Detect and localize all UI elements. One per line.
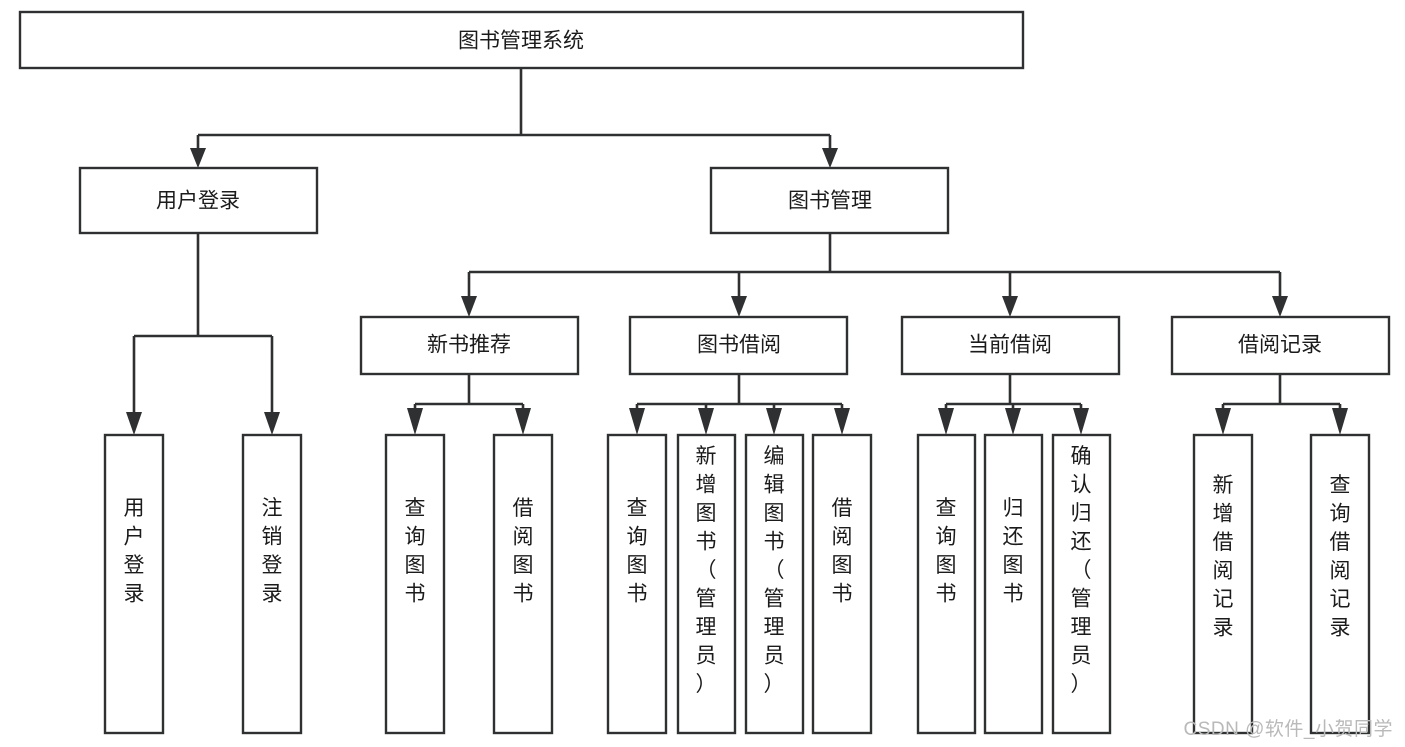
node-leaf-return-book-label: 归还图书 (1003, 497, 1024, 606)
arrow-head-leaf-user-login (126, 412, 142, 435)
arrow-head-leaf-return-book (1005, 408, 1021, 435)
node-current-borrow-box[interactable] (900, 315, 1121, 376)
node-leaf-add-record[interactable]: 新增借阅记录 (1192, 433, 1254, 735)
node-book-manage[interactable]: 图书管理 (709, 166, 950, 235)
node-leaf-borrow-book-1-label: 借阅图书 (513, 497, 534, 606)
node-leaf-confirm-return-label: 确认归还（管理员） (1071, 445, 1092, 696)
node-root-box[interactable] (18, 10, 1025, 70)
node-leaf-borrow-book-2-box[interactable] (811, 433, 873, 735)
node-leaf-query-book-1[interactable]: 查询图书 (384, 433, 446, 735)
node-leaf-query-book-2-label: 查询图书 (627, 497, 648, 606)
node-leaf-query-record-box[interactable] (1309, 433, 1371, 735)
node-leaf-query-book-3-label: 查询图书 (936, 497, 957, 606)
node-leaf-return-book-box[interactable] (983, 433, 1044, 735)
node-current-borrow-label: 当前借阅 (968, 334, 1052, 357)
arrow-head-book-manage (822, 148, 838, 168)
node-leaf-user-logout[interactable]: 注销登录 (241, 433, 303, 735)
arrow-head-leaf-query-record (1332, 408, 1348, 435)
node-leaf-edit-book-box[interactable] (744, 433, 805, 735)
node-leaf-user-logout-box[interactable] (241, 433, 303, 735)
arrow-head-leaf-query-book-3 (938, 408, 954, 435)
node-leaf-query-book-3-box[interactable] (916, 433, 977, 735)
node-leaf-add-book-box[interactable] (676, 433, 737, 735)
node-leaf-add-record-box[interactable] (1192, 433, 1254, 735)
node-leaf-add-book-label: 新增图书（管理员） (696, 445, 717, 696)
arrow-head-leaf-borrow-book-1 (515, 408, 531, 435)
node-new-book-recommend-label: 新书推荐 (427, 334, 511, 357)
node-book-manage-label: 图书管理 (788, 190, 872, 213)
node-leaf-user-login-label: 用户登录 (124, 497, 145, 606)
node-borrow-record-label: 借阅记录 (1238, 334, 1322, 357)
node-borrow-record[interactable]: 借阅记录 (1170, 315, 1391, 376)
node-leaf-user-login-box[interactable] (103, 433, 165, 735)
node-leaf-user-login[interactable]: 用户登录 (103, 433, 165, 735)
arrow-head-user-login (190, 148, 206, 168)
arrow-head-leaf-confirm-return (1073, 408, 1089, 435)
node-leaf-add-book[interactable]: 新增图书（管理员） (676, 433, 737, 735)
arrow-head-leaf-add-record (1215, 408, 1231, 435)
node-leaf-confirm-return-box[interactable] (1051, 433, 1112, 735)
node-leaf-user-logout-label: 注销登录 (262, 497, 283, 606)
watermark-label: CSDN @软件_小贺同学 (1183, 719, 1393, 740)
node-user-login[interactable]: 用户登录 (78, 166, 319, 235)
node-leaf-add-record-label: 新增借阅记录 (1213, 474, 1234, 640)
node-book-manage-box[interactable] (709, 166, 950, 235)
node-user-login-box[interactable] (78, 166, 319, 235)
node-book-borrow[interactable]: 图书借阅 (628, 315, 849, 376)
node-leaf-query-record[interactable]: 查询借阅记录 (1309, 433, 1371, 735)
arrow-head-leaf-add-book (698, 408, 714, 435)
node-leaf-confirm-return[interactable]: 确认归还（管理员） (1051, 433, 1112, 735)
node-leaf-query-record-label: 查询借阅记录 (1330, 474, 1351, 640)
node-borrow-record-box[interactable] (1170, 315, 1391, 376)
arrow-head-leaf-query-book-1 (407, 408, 423, 435)
arrow-head-borrow-record (1272, 296, 1288, 317)
arrow-head-current-borrow (1002, 296, 1018, 317)
node-current-borrow[interactable]: 当前借阅 (900, 315, 1121, 376)
node-book-borrow-label: 图书借阅 (697, 334, 781, 357)
node-leaf-borrow-book-1[interactable]: 借阅图书 (492, 433, 554, 735)
node-leaf-return-book[interactable]: 归还图书 (983, 433, 1044, 735)
node-user-login-label: 用户登录 (156, 190, 240, 213)
node-new-book-recommend[interactable]: 新书推荐 (359, 315, 580, 376)
arrow-head-book-borrow (731, 296, 747, 317)
node-book-borrow-box[interactable] (628, 315, 849, 376)
arrow-head-leaf-borrow-book-2 (834, 408, 850, 435)
node-root[interactable]: 图书管理系统 (18, 10, 1025, 70)
arrow-head-new-book-recommend (461, 296, 477, 317)
node-leaf-query-book-3[interactable]: 查询图书 (916, 433, 977, 735)
connectors-layer (126, 68, 1348, 435)
node-leaf-query-book-2[interactable]: 查询图书 (606, 433, 668, 735)
node-leaf-edit-book[interactable]: 编辑图书（管理员） (744, 433, 805, 735)
node-leaf-edit-book-label: 编辑图书（管理员） (764, 445, 785, 696)
node-new-book-recommend-box[interactable] (359, 315, 580, 376)
node-leaf-query-book-1-box[interactable] (384, 433, 446, 735)
node-leaf-borrow-book-2-label: 借阅图书 (832, 497, 853, 606)
node-leaf-query-book-1-label: 查询图书 (405, 497, 426, 606)
node-leaf-borrow-book-2[interactable]: 借阅图书 (811, 433, 873, 735)
node-root-label: 图书管理系统 (458, 30, 584, 53)
arrow-head-leaf-edit-book (766, 408, 782, 435)
node-leaf-borrow-book-1-box[interactable] (492, 433, 554, 735)
node-leaf-query-book-2-box[interactable] (606, 433, 668, 735)
arrow-head-leaf-query-book-2 (629, 408, 645, 435)
arrow-head-leaf-user-logout (264, 412, 280, 435)
